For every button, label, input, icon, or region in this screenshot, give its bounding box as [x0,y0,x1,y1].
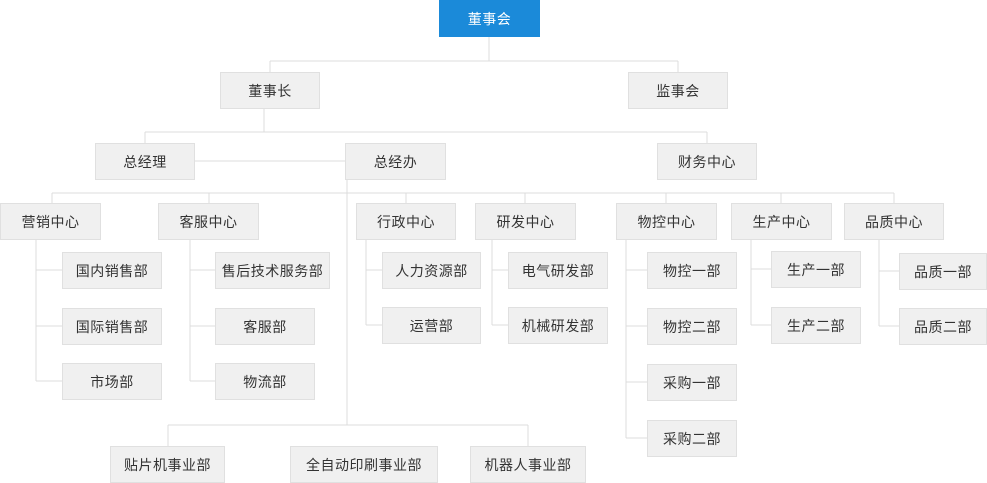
node-quality[interactable]: 品质中心 [844,203,944,240]
node-prod2[interactable]: 生产二部 [771,307,861,344]
node-domestic-sales[interactable]: 国内销售部 [62,252,162,289]
node-board[interactable]: 董事会 [439,0,540,37]
node-market-dept[interactable]: 市场部 [62,363,162,400]
node-marketing[interactable]: 营销中心 [0,203,101,240]
node-prod1[interactable]: 生产一部 [771,251,861,288]
node-gm-office[interactable]: 总经办 [345,143,446,180]
node-customer-service[interactable]: 客服中心 [158,203,259,240]
node-qa1[interactable]: 品质一部 [899,253,987,290]
node-printing-bu[interactable]: 全自动印刷事业部 [290,446,438,483]
node-logistics-dept[interactable]: 物流部 [215,363,315,400]
node-supervisors[interactable]: 监事会 [628,72,728,109]
node-ops-dept[interactable]: 运营部 [382,307,481,344]
node-purchase1[interactable]: 采购一部 [647,364,737,401]
node-chairman[interactable]: 董事长 [220,72,320,109]
node-finance[interactable]: 财务中心 [657,143,757,180]
node-mechanical-rnd[interactable]: 机械研发部 [508,307,608,344]
node-logistics[interactable]: 物控中心 [616,203,717,240]
node-qa2[interactable]: 品质二部 [899,308,987,345]
node-admin[interactable]: 行政中心 [356,203,456,240]
node-after-sales[interactable]: 售后技术服务部 [215,252,330,289]
node-smt-bu[interactable]: 贴片机事业部 [110,446,225,483]
node-purchase2[interactable]: 采购二部 [647,420,737,457]
node-intl-sales[interactable]: 国际销售部 [62,308,162,345]
node-hr-dept[interactable]: 人力资源部 [382,252,481,289]
node-robot-bu[interactable]: 机器人事业部 [470,446,586,483]
node-rnd[interactable]: 研发中心 [475,203,576,240]
node-gm[interactable]: 总经理 [95,143,195,180]
node-production[interactable]: 生产中心 [731,203,832,240]
node-electrical-rnd[interactable]: 电气研发部 [508,252,608,289]
node-mc2[interactable]: 物控二部 [647,308,737,345]
node-mc1[interactable]: 物控一部 [647,252,737,289]
node-cs-dept[interactable]: 客服部 [215,308,315,345]
